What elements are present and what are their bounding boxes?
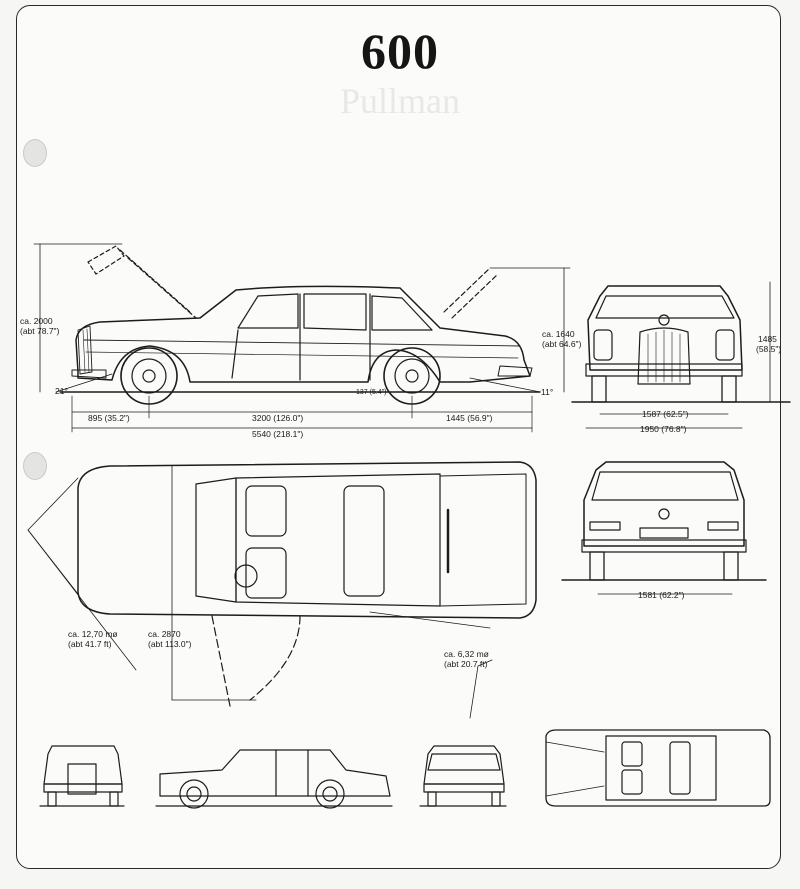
sheet-frame xyxy=(16,5,781,869)
rear-overhang-label: 1445 (56.9") xyxy=(446,413,493,423)
front-overhang-label: 895 (35.2") xyxy=(88,413,130,423)
top-view-large xyxy=(27,461,537,719)
roof-height-label: ca. 1640 xyxy=(542,329,575,339)
front-track-label: 1587 (62.5") xyxy=(642,409,689,419)
door-clearance-label: ca. 2870 xyxy=(148,629,181,639)
turning-circle-label: ca. 12,70 mø xyxy=(68,629,118,639)
small-top-view xyxy=(545,729,771,807)
wall-circle-ft-label: (abt 20.7 ft) xyxy=(444,659,488,669)
ghost-title-watermark: Pullman xyxy=(339,81,460,121)
height-open-label: ca. 2000 xyxy=(20,316,53,326)
rear-track-label: 1581 (62.2") xyxy=(638,590,685,600)
front-view xyxy=(571,281,791,429)
small-side-view xyxy=(155,749,393,809)
side-view-large xyxy=(33,243,571,433)
small-front-view xyxy=(39,745,125,807)
rear-view xyxy=(561,461,767,595)
turning-circle-ft-label: (abt 41.7 ft) xyxy=(68,639,112,649)
overall-width-label: 1950 (76.8") xyxy=(640,424,687,434)
approach-angle-label: 21° xyxy=(55,386,68,396)
front-height-in-label: (58.5") xyxy=(756,344,782,354)
departure-angle-label: 11° xyxy=(541,387,554,397)
binder-hole-middle xyxy=(23,452,47,480)
roof-height-in-label: (abt 64.6") xyxy=(542,339,582,349)
wheelbase-label: 3200 (126.0") xyxy=(252,413,304,423)
page-title: 600 xyxy=(361,23,439,79)
binder-hole-top xyxy=(23,139,47,167)
front-height-label: 1485 xyxy=(758,334,777,344)
door-clearance-in-label: (abt 113.0") xyxy=(148,639,192,649)
small-rear-view xyxy=(419,745,507,807)
ground-clearance-label: 137 (5.4") xyxy=(356,389,387,396)
height-open-in-label: (abt 78.7") xyxy=(20,326,60,336)
overall-length-label: 5540 (218.1") xyxy=(252,429,304,439)
wall-circle-label: ca. 6,32 mø xyxy=(444,649,489,659)
